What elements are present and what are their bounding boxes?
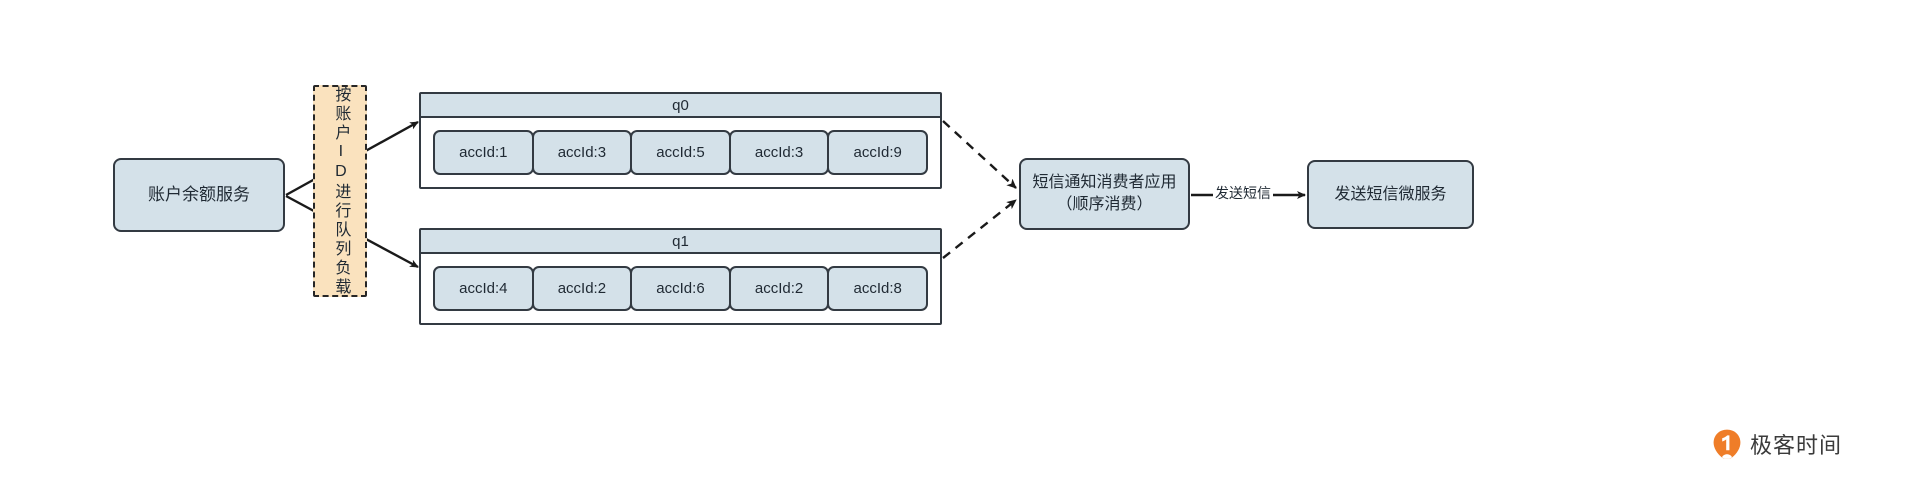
queue-item-label: accId:2	[754, 280, 804, 297]
queue-item-label: accId:4	[459, 280, 508, 297]
node-sms-microservice[interactable]: 发送短信微服务	[1307, 160, 1474, 229]
edge-q0-to-consumer	[942, 120, 1017, 189]
node-sms-consumer-app-line2: （顺序消费）	[1056, 196, 1153, 213]
queue-q1-name: q1	[672, 232, 689, 250]
queue-item-label: accId:3	[754, 144, 804, 161]
edge-q1-to-consumer	[942, 199, 1017, 259]
node-account-balance-service[interactable]: 账户余额服务	[113, 158, 285, 232]
queue-q1-body: accId:4 accId:2 accId:6 accId:2 accId:8	[421, 254, 940, 323]
edge-label-send-sms: 发送短信	[1213, 183, 1273, 203]
note-load-balance-label: 按账户ID进行队列负载	[332, 85, 350, 297]
queue-item[interactable]: accId:5	[630, 130, 731, 175]
queue-item[interactable]: accId:4	[433, 266, 534, 311]
node-sms-consumer-app-line1: 短信通知消费者应用	[1032, 174, 1177, 192]
queue-item[interactable]: accId:3	[531, 130, 633, 175]
watermark-geektime: 极客时间	[1712, 428, 1842, 460]
queue-item[interactable]: accId:3	[728, 130, 830, 175]
queue-item-label: accId:2	[557, 280, 607, 297]
note-load-balance-by-account-id[interactable]: 按账户ID进行队列负载	[313, 85, 367, 297]
queue-item[interactable]: accId:8	[827, 266, 928, 311]
node-sms-consumer-app[interactable]: 短信通知消费者应用 （顺序消费）	[1019, 158, 1190, 230]
queue-q1-header: q1	[421, 230, 940, 254]
queue-item-label: accId:5	[656, 144, 705, 161]
queue-item[interactable]: accId:1	[433, 130, 534, 175]
node-account-balance-service-label: 账户余额服务	[148, 184, 250, 204]
queue-item-label: accId:8	[853, 280, 902, 297]
queue-item-label: accId:1	[459, 144, 508, 161]
queue-item[interactable]: accId:9	[827, 130, 928, 175]
geektime-logo-icon	[1713, 429, 1741, 459]
queue-q0-body: accId:1 accId:3 accId:5 accId:3 accId:9	[421, 118, 940, 187]
queue-item-label: accId:3	[557, 144, 607, 161]
queue-q0-name: q0	[672, 96, 689, 114]
queue-item-label: accId:9	[853, 144, 902, 161]
watermark-label: 极客时间	[1750, 433, 1843, 458]
queue-item[interactable]: accId:2	[531, 266, 633, 311]
node-sms-microservice-label: 发送短信微服务	[1334, 185, 1447, 203]
queue-item[interactable]: accId:2	[728, 266, 830, 311]
queue-item[interactable]: accId:6	[630, 266, 731, 311]
queue-item-label: accId:6	[656, 280, 705, 297]
queue-q1[interactable]: q1 accId:4 accId:2 accId:6 accId:2 accId…	[419, 228, 942, 325]
queue-q0[interactable]: q0 accId:1 accId:3 accId:5 accId:3 accId…	[419, 92, 942, 189]
queue-q0-header: q0	[421, 94, 940, 118]
